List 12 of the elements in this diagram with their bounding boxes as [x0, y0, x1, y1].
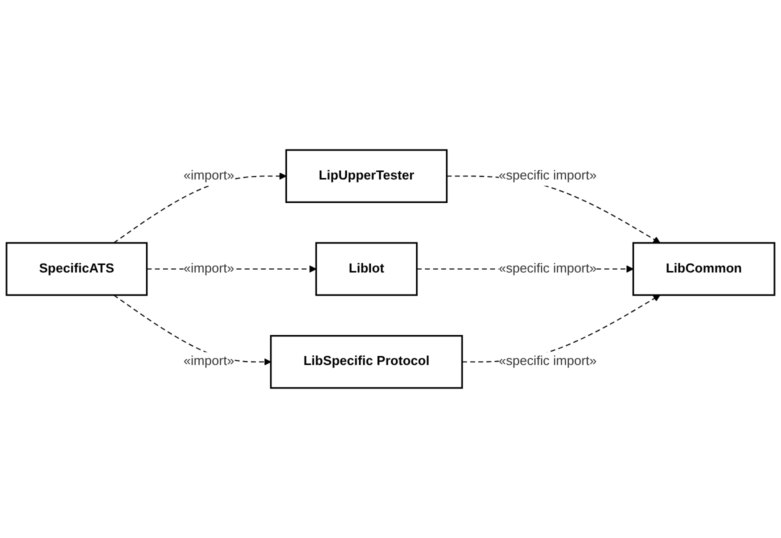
node-box: LibCommon — [632, 242, 776, 296]
node-box: LipUpperTester — [285, 149, 448, 203]
node-box: LibIot — [315, 242, 418, 296]
edge-label: «specific import» — [498, 262, 597, 276]
node-box: SpecificATS — [6, 242, 148, 296]
edge-label: «import» — [183, 354, 234, 368]
edge-label: «import» — [183, 168, 234, 183]
edge-label: «import» — [183, 262, 234, 276]
edge-label: «specific import» — [498, 354, 597, 368]
arrow — [113, 172, 287, 244]
edge-label: «specific import» — [498, 168, 597, 183]
node-box: LibSpecific Protocol — [270, 335, 463, 389]
